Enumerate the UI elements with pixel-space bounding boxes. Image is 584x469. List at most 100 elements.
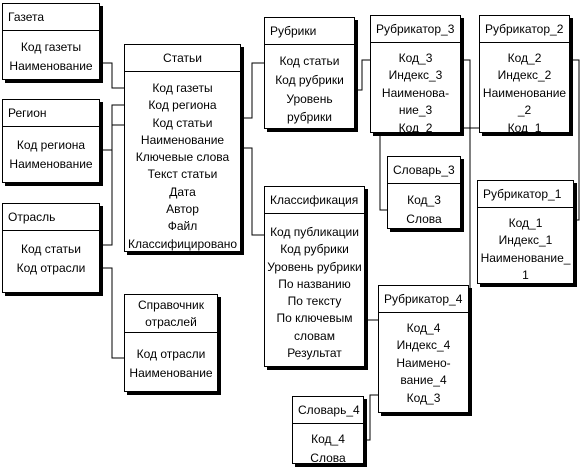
field: Код газеты <box>20 40 82 54</box>
field-list: Код_1 Индекс_1 Наименование_ 1 <box>478 215 573 285</box>
field: Текст статьи <box>147 167 218 182</box>
field: Дата <box>169 184 196 199</box>
connector-otrasl-stati <box>100 124 124 246</box>
field: По тексту <box>287 294 342 309</box>
field: вание_4 <box>400 373 447 388</box>
connector-gazeta-stati <box>100 62 124 89</box>
field: Код рубрики <box>275 72 344 87</box>
entity-title: Рубрики <box>265 18 354 45</box>
entity-title: Рубрикатор_4 <box>379 286 468 313</box>
field-list: Код_2 Индекс_2 Наименование _2 Код_1 <box>480 50 569 137</box>
entity-region: Регион Код региона Наименование <box>2 99 100 183</box>
connector-otrasl-spravochnik <box>100 267 124 359</box>
entity-title-line: Справочник <box>138 298 204 312</box>
entity-rubrikator-3: Рубрикатор_3 Код_3 Индекс_3 Наименова- н… <box>370 15 461 135</box>
entity-title: Словарь_4 <box>293 397 363 424</box>
entity-spravochnik: Справочник отраслей Код отрасли Наименов… <box>124 294 218 392</box>
field: Уровень рубрики <box>267 259 362 274</box>
field: Код региона <box>148 98 217 113</box>
connector-rubrikator4-slovar4 <box>364 394 378 441</box>
field-list: Код газеты Наименование <box>3 38 99 76</box>
field: Индекс_2 <box>497 68 552 83</box>
field: Код_2 <box>398 120 433 135</box>
connector-stati-rubriki <box>241 62 264 119</box>
connector-stati-klassifikaciya <box>241 147 264 236</box>
field: Код газеты <box>152 81 213 95</box>
field: Наименование <box>9 156 93 171</box>
field: Ключевые слова <box>135 150 230 165</box>
field: Классифицировано <box>127 236 238 251</box>
entity-klassifikaciya: Классификация Код публикации Код рубрики… <box>264 186 365 367</box>
field: Наименование_ <box>480 250 571 265</box>
entity-title: Справочник отраслей <box>125 295 217 333</box>
entity-title: Классификация <box>265 187 364 214</box>
field: Код статьи <box>21 242 81 256</box>
entity-title: Статьи <box>125 45 240 72</box>
field: Наименование <box>9 58 93 73</box>
field: Код_4 <box>406 321 441 335</box>
entity-rubrikator-1: Рубрикатор_1 Код_1 Индекс_1 Наименование… <box>477 180 574 284</box>
field: Код рубрики <box>280 242 349 257</box>
entity-slovar-4: Словарь_4 Код_4 Слова <box>292 396 364 465</box>
field: Наимено- <box>396 355 451 370</box>
field: Код статьи <box>152 115 213 130</box>
entity-title: Отрасль <box>3 204 99 231</box>
entity-rubriki: Рубрики Код статьи Код рубрики Уровень р… <box>264 17 355 129</box>
field: Код_2 <box>507 51 542 65</box>
entity-rubrikator-4: Рубрикатор_4 Код_4 Индекс_4 Наимено- ван… <box>378 285 469 413</box>
entity-title: Рубрикатор_2 <box>480 16 569 43</box>
field: По ключевым <box>276 311 353 326</box>
field: Код_1 <box>507 120 542 135</box>
field-list: Код статьи Код отрасли <box>3 240 99 278</box>
field: Индекс_1 <box>498 233 553 248</box>
field-list: Код региона Наименование <box>3 136 99 174</box>
field: Автор <box>166 202 199 217</box>
field: 1 <box>522 268 529 283</box>
field: словам <box>294 328 335 343</box>
field: Индекс_3 <box>388 68 443 83</box>
field-list: Код_4 Слова <box>293 430 363 468</box>
field: Наименование <box>129 365 213 380</box>
entity-title: Рубрикатор_1 <box>478 181 573 208</box>
entity-otrasl: Отрасль Код статьи Код отрасли <box>2 203 100 293</box>
entity-title: Газета <box>3 4 99 31</box>
field: Код_3 <box>398 51 433 65</box>
entity-title: Регион <box>3 100 99 127</box>
field: Код публикации <box>270 225 359 239</box>
field-list: Код статьи Код рубрики Уровень рубрики <box>265 52 354 127</box>
field: Код_3 <box>406 390 441 405</box>
field: рубрики <box>287 110 332 125</box>
field: Индекс_4 <box>396 338 451 353</box>
field: Наименование <box>140 132 225 147</box>
entity-title: Рубрикатор_3 <box>371 16 460 43</box>
field: Слова <box>310 450 346 465</box>
field: Код_4 <box>311 432 345 446</box>
field-list: Код_3 Индекс_3 Наименова- ние_3 Код_2 <box>371 50 460 137</box>
connector-rubrikator2-rubrikator1 <box>570 59 580 221</box>
field: Результат <box>287 346 342 361</box>
entity-rubrikator-2: Рубрикатор_2 Код_2 Индекс_2 Наименование… <box>479 15 570 135</box>
field: Слова <box>406 211 442 226</box>
field-list: Код публикации Код рубрики Уровень рубри… <box>265 224 364 362</box>
field: Код_3 <box>407 193 441 207</box>
field: _2 <box>517 103 532 118</box>
field: Уровень <box>286 91 333 106</box>
field: Наименова- <box>381 85 450 100</box>
entity-slovar-3: Словарь_3 Код_3 Слова <box>387 156 461 229</box>
entity-title-line: отраслей <box>145 315 197 329</box>
field: Код_1 <box>508 216 543 230</box>
field: Файл <box>167 219 198 234</box>
field: Код региона <box>16 138 86 152</box>
field: ние_3 <box>398 103 433 118</box>
field: Код отрасли <box>136 347 206 361</box>
field-list: Код отрасли Наименование <box>125 345 217 383</box>
connector-rubriki-rubrikator3 <box>355 59 370 91</box>
connector-rubrikator3-rubrikator4 <box>461 127 471 403</box>
field: Код отрасли <box>16 260 86 275</box>
entity-stati: Статьи Код газеты Код региона Код статьи… <box>124 44 241 252</box>
field: По названию <box>278 276 351 291</box>
field-list: Код_3 Слова <box>388 191 460 229</box>
entity-gazeta: Газета Код газеты Наименование <box>2 3 100 80</box>
entity-title: Словарь_3 <box>388 157 460 184</box>
connector-rubrikator3-rubrikator2 <box>461 59 479 129</box>
